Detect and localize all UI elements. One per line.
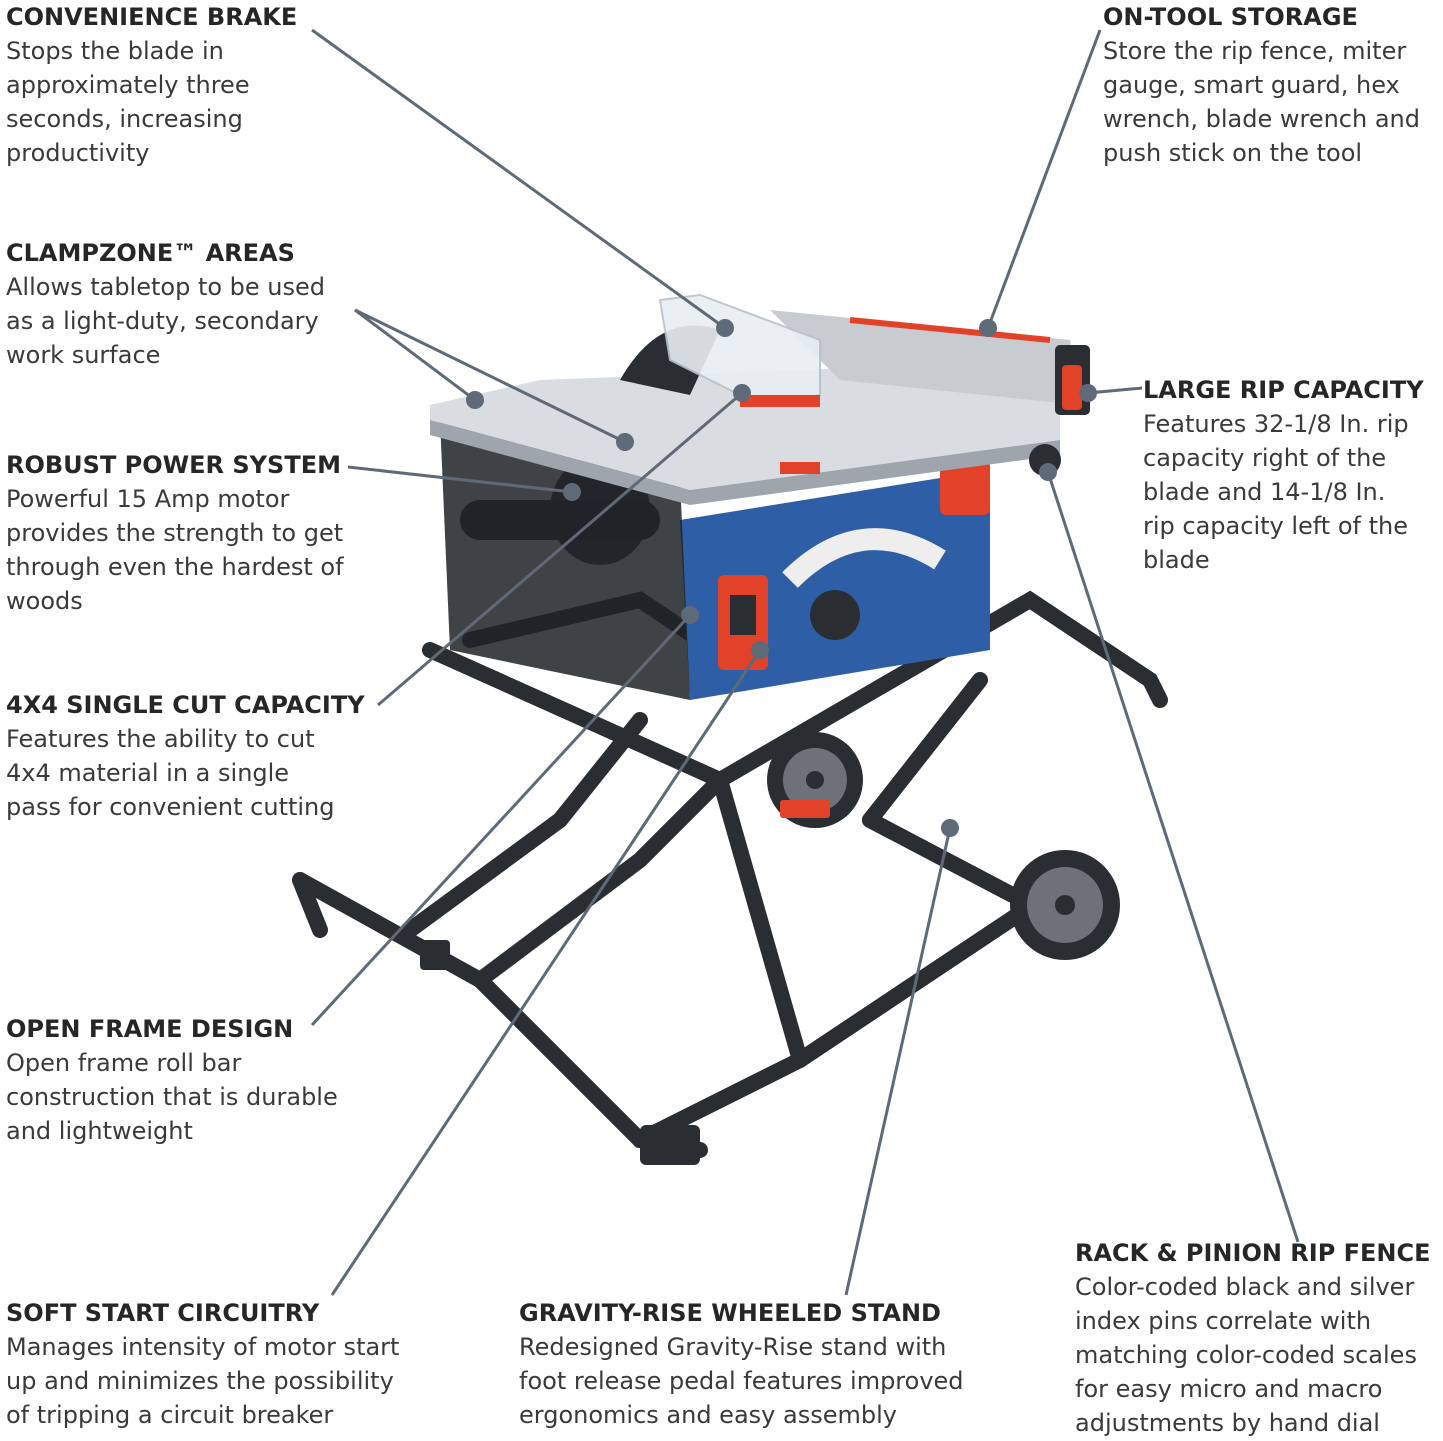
callout-on-tool-storage: ON-TOOL STORAGE Store the rip fence, mit…	[1103, 0, 1420, 170]
leader-dot	[1039, 463, 1057, 481]
leader-soft-start	[330, 649, 762, 1296]
leader-dot	[1079, 384, 1097, 402]
leader-dot	[751, 641, 769, 659]
leader-on-tool-storage	[986, 29, 1102, 329]
stand-foot	[420, 940, 450, 970]
bevel-scale	[782, 528, 946, 588]
stand-foot	[640, 1125, 700, 1165]
callout-body: Open frame roll bar construction that is…	[6, 1049, 338, 1145]
callout-clampzone-areas: CLAMPZONE™ AREAS Allows tabletop to be u…	[6, 236, 325, 372]
bevel-wheel	[810, 590, 860, 640]
callout-body: Stops the blade in approximately three s…	[6, 37, 250, 167]
stand-frame	[292, 590, 1168, 1158]
leader-dot	[733, 384, 751, 402]
callout-body: Color-coded black and silver index pins …	[1075, 1273, 1417, 1437]
leader-dot	[616, 433, 634, 451]
leader-rack-pinion	[1046, 471, 1300, 1243]
callout-convenience-brake: CONVENIENCE BRAKE Stops the blade in app…	[6, 0, 297, 170]
callout-robust-power-system: ROBUST POWER SYSTEM Powerful 15 Amp moto…	[6, 448, 344, 618]
bevel-lock	[940, 460, 990, 515]
leader-dot	[941, 819, 959, 837]
callout-4x4-single-cut: 4X4 SINGLE CUT CAPACITY Features the abi…	[6, 688, 365, 824]
callout-title: RACK & PINION RIP FENCE	[1075, 1239, 1431, 1267]
callout-title: CLAMPZONE™ AREAS	[6, 239, 295, 267]
leader-clampzone-b	[354, 308, 626, 444]
fence-handle	[1062, 365, 1082, 410]
leader-robust-power	[347, 465, 573, 494]
callout-body: Redesigned Gravity-Rise stand with foot …	[519, 1333, 964, 1429]
leader-large-rip	[1087, 386, 1143, 395]
callout-rack-pinion-rip-fence: RACK & PINION RIP FENCE Color-coded blac…	[1075, 1236, 1431, 1440]
leader-clampzone-a	[354, 308, 476, 402]
callout-title: OPEN FRAME DESIGN	[6, 1015, 294, 1043]
callout-large-rip-capacity: LARGE RIP CAPACITY Features 32-1/8 In. r…	[1143, 373, 1424, 577]
callout-body: Features the ability to cut 4x4 material…	[6, 725, 335, 821]
callout-body: Allows tabletop to be used as a light-du…	[6, 273, 326, 369]
callout-title: LARGE RIP CAPACITY	[1143, 376, 1424, 404]
leader-dot	[979, 319, 997, 337]
leader-dot	[466, 391, 484, 409]
leader-open-frame	[310, 613, 692, 1027]
callout-open-frame-design: OPEN FRAME DESIGN Open frame roll bar co…	[6, 1012, 338, 1148]
leader-gravity-rise	[844, 827, 952, 1296]
foot-release-pedal	[780, 800, 830, 818]
guard-bracket	[740, 395, 820, 407]
leader-dot	[716, 319, 734, 337]
callout-title: ROBUST POWER SYSTEM	[6, 451, 341, 479]
callout-title: GRAVITY-RISE WHEELED STAND	[519, 1299, 941, 1327]
storage-accent	[849, 317, 1051, 343]
stand-wheel	[1010, 850, 1120, 960]
callout-body: Powerful 15 Amp motor provides the stren…	[6, 485, 344, 615]
switch-cover	[730, 595, 756, 635]
callout-body: Manages intensity of motor start up and …	[6, 1333, 400, 1429]
leader-dot	[681, 606, 699, 624]
callout-soft-start-circuitry: SOFT START CIRCUITRY Manages intensity o…	[6, 1296, 399, 1432]
leader-4x4	[377, 391, 743, 707]
callout-body: Store the rip fence, miter gauge, smart …	[1103, 37, 1420, 167]
callout-title: ON-TOOL STORAGE	[1103, 3, 1358, 31]
leader-convenience-brake	[311, 28, 726, 330]
storage-clip	[780, 462, 820, 474]
callout-title: CONVENIENCE BRAKE	[6, 3, 298, 31]
callout-gravity-rise-stand: GRAVITY-RISE WHEELED STAND Redesigned Gr…	[519, 1296, 964, 1432]
leader-dot	[563, 483, 581, 501]
callout-body: Features 32-1/8 In. rip capacity right o…	[1143, 410, 1409, 574]
callout-title: 4X4 SINGLE CUT CAPACITY	[6, 691, 365, 719]
callout-title: SOFT START CIRCUITRY	[6, 1299, 320, 1327]
table-front-rail	[430, 420, 1060, 505]
table-top	[430, 360, 1060, 490]
